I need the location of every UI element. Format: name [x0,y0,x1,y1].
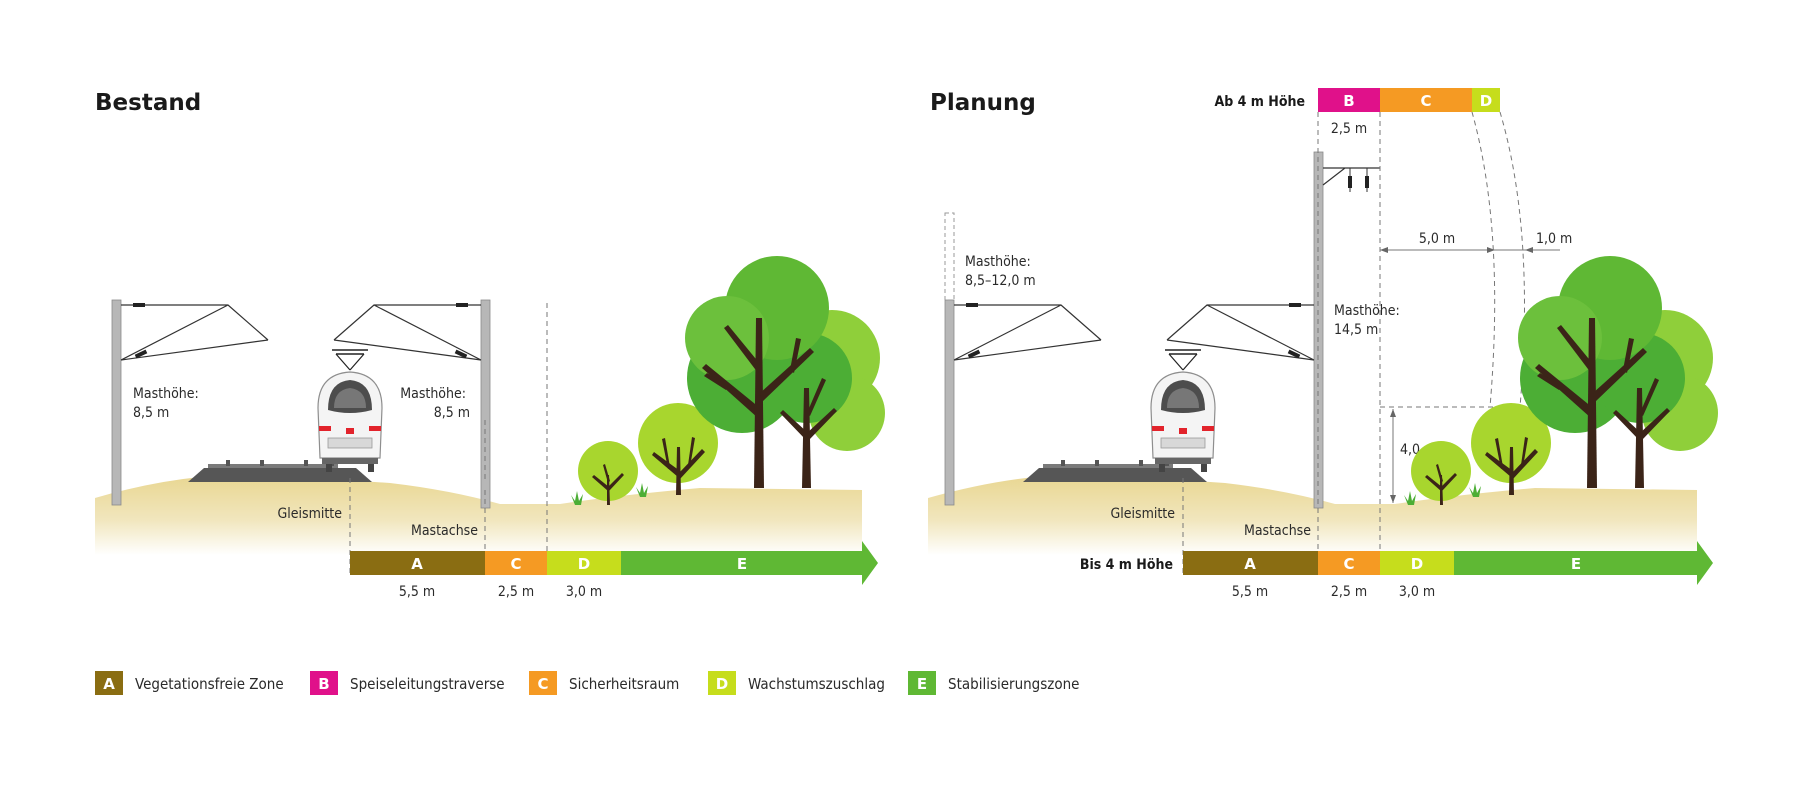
svg-text:A: A [103,675,115,693]
zone-a [350,551,485,575]
dim-zone-d: 3,0 m [566,584,602,600]
label-gleismitte: Gleismitte [1111,506,1176,522]
panel-planung: Planung Ab 4 m Höhe B C D 2,5 m Masthöhe… [928,88,1718,600]
dim-5m: 5,0 m [1419,231,1455,247]
top-zone-c [1380,88,1472,112]
label-ab-4m: Ab 4 m Höhe [1214,94,1305,110]
mast-height-old: Masthöhe: 8,5–12,0 m [965,254,1036,289]
svg-text:D: D [716,675,728,693]
svg-text:D: D [1411,555,1423,573]
mast-height-new: Masthöhe: 14,5 m [1334,303,1404,338]
legend-item-a: A Vegetationsfreie Zone [95,671,284,695]
top-zone-b [1318,88,1380,112]
svg-text:A: A [411,555,423,573]
svg-text:C: C [1343,555,1354,573]
legend-item-c: C Sicherheitsraum [529,671,679,695]
zone-c [485,551,547,575]
ground-bestand [95,477,862,555]
top-zone-d [1472,88,1500,112]
panel-title-planung: Planung [930,90,1036,116]
dim-zone-c: 2,5 m [498,584,534,600]
mast-old [944,299,955,506]
svg-text:E: E [737,555,747,573]
label-gleismitte: Gleismitte [278,506,343,522]
panel-bestand: Bestand Masthöhe: 8,5 m Masthöhe: 8,5 m … [95,90,885,600]
dim-1m: 1,0 m [1536,231,1572,247]
dim-zone-a: 5,5 m [399,584,435,600]
zone-d [1380,551,1454,575]
svg-text:Vegetationsfreie Zone: Vegetationsfreie Zone [135,675,284,693]
svg-text:Stabilisierungszone: Stabilisierungszone [948,675,1079,693]
svg-text:B: B [318,675,329,693]
zone-a [1183,551,1318,575]
legend-item-b: B Speiseleitungstraverse [310,671,505,695]
svg-text:Speiseleitungstraverse: Speiseleitungstraverse [350,675,505,693]
svg-text:A: A [1244,555,1256,573]
legend-item-e: E Stabilisierungszone [908,671,1079,695]
catenary-left [120,304,269,361]
svg-text:E: E [917,675,927,693]
dim-zone-c: 2,5 m [1331,584,1367,600]
svg-text:D: D [578,555,590,573]
ground-planung [928,477,1697,555]
svg-text:B: B [1343,92,1354,110]
label-mastachse: Mastachse [1244,523,1311,539]
svg-text:Sicherheitsraum: Sicherheitsraum [569,675,679,693]
legend: A Vegetationsfreie Zone B Speiseleitungs… [95,671,1079,695]
train-front-icon [1150,349,1216,473]
mast-left [111,299,122,506]
svg-text:C: C [537,675,548,693]
zone-e [621,541,878,585]
zone-e [1454,541,1713,585]
svg-text:C: C [510,555,521,573]
zone-bar-planung: A C D E 5,5 m 2,5 m 3,0 m [1183,541,1713,600]
mast-old-extension [944,212,955,301]
mast-height-left: Masthöhe: 8,5 m [133,386,203,421]
svg-text:C: C [1420,92,1431,110]
train-front-icon [317,349,383,473]
mast-height-right: Masthöhe: 8,5 m [400,386,470,421]
svg-text:D: D [1480,92,1492,110]
panel-title-bestand: Bestand [95,90,201,116]
dim-zone-a: 5,5 m [1232,584,1268,600]
zone-bar-bestand: A C D E 5,5 m 2,5 m 3,0 m [350,541,878,600]
catenary-right [333,304,482,361]
legend-item-d: D Wachstumszuschlag [708,671,885,695]
dim-top-zone-b: 2,5 m [1331,121,1367,137]
svg-text:Wachstumszuschlag: Wachstumszuschlag [748,675,885,693]
label-bis-4m: Bis 4 m Höhe [1080,557,1173,573]
zone-d [547,551,621,575]
dim-zone-d: 3,0 m [1399,584,1435,600]
svg-text:E: E [1571,555,1581,573]
label-mastachse: Mastachse [411,523,478,539]
zone-c [1318,551,1380,575]
